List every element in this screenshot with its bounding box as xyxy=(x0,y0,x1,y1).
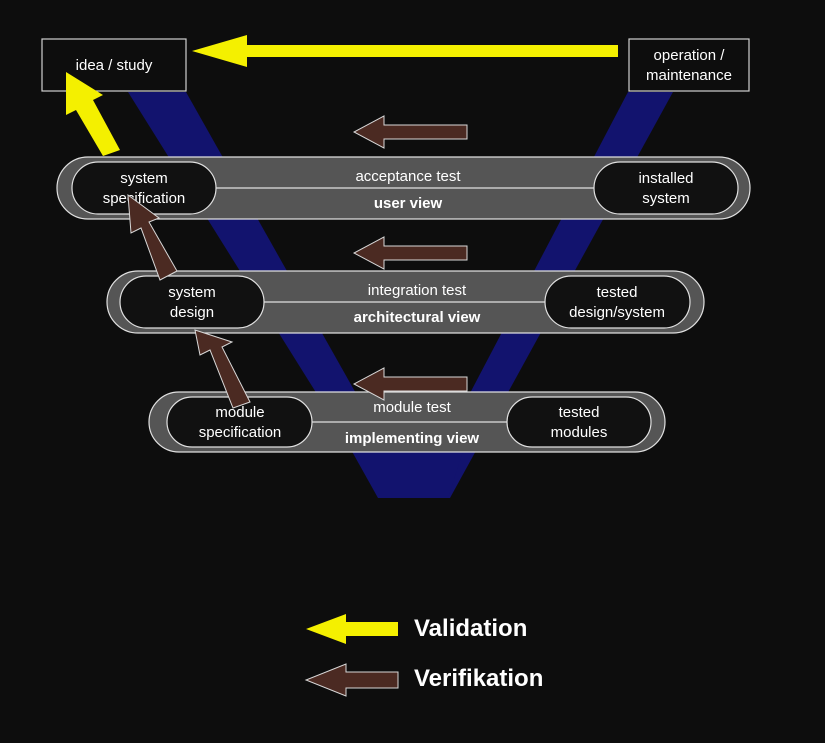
view-label: architectural view xyxy=(354,309,481,326)
left-pill-line1: module xyxy=(215,404,264,421)
verification-arrow-2 xyxy=(352,236,468,270)
validation-legend-icon xyxy=(306,614,398,644)
verification-arrow-diagonal-1 xyxy=(127,193,178,281)
level-user-view: system specification installed system ac… xyxy=(56,156,751,220)
test-label: acceptance test xyxy=(355,168,461,185)
test-label: integration test xyxy=(368,282,467,299)
view-label: implementing view xyxy=(345,430,480,447)
validation-arrow-top xyxy=(192,35,618,67)
level-implementing-view: module specification tested modules modu… xyxy=(148,391,666,453)
level-architectural-view: system design tested design/system integ… xyxy=(106,270,705,334)
validation-arrow-diagonal xyxy=(66,72,120,156)
right-pill-line2: modules xyxy=(551,424,608,441)
operation-maintenance-box: operation / maintenance xyxy=(628,38,750,92)
test-label: module test xyxy=(373,399,451,416)
idea-study-box: idea / study xyxy=(41,38,187,92)
right-pill-line1: installed xyxy=(638,170,693,187)
right-pill-line1: tested xyxy=(597,284,638,301)
legend: Validation Verifikation xyxy=(304,614,543,697)
left-pill-line1: system xyxy=(168,284,216,301)
right-pill xyxy=(506,396,652,448)
left-pill xyxy=(119,275,265,329)
right-pill xyxy=(544,275,691,329)
right-pill xyxy=(593,161,739,215)
view-label: user view xyxy=(374,195,443,212)
operation-label: operation / xyxy=(654,47,726,64)
right-pill-line1: tested xyxy=(559,404,600,421)
verification-arrow-diagonal-2 xyxy=(194,329,251,409)
maintenance-label: maintenance xyxy=(646,67,732,84)
right-pill-line2: system xyxy=(642,190,690,207)
left-pill-line2: design xyxy=(170,304,214,321)
verification-legend-label: Verifikation xyxy=(414,665,543,692)
idea-study-label: idea / study xyxy=(76,57,153,74)
validation-legend-label: Validation xyxy=(414,615,527,642)
verification-arrow-1 xyxy=(352,115,468,149)
verification-arrow-3 xyxy=(352,367,468,401)
left-pill-line2: specification xyxy=(103,190,186,207)
left-pill-line1: system xyxy=(120,170,168,187)
verification-legend-icon xyxy=(304,663,399,697)
left-pill-line2: specification xyxy=(199,424,282,441)
right-pill-line2: design/system xyxy=(569,304,665,321)
